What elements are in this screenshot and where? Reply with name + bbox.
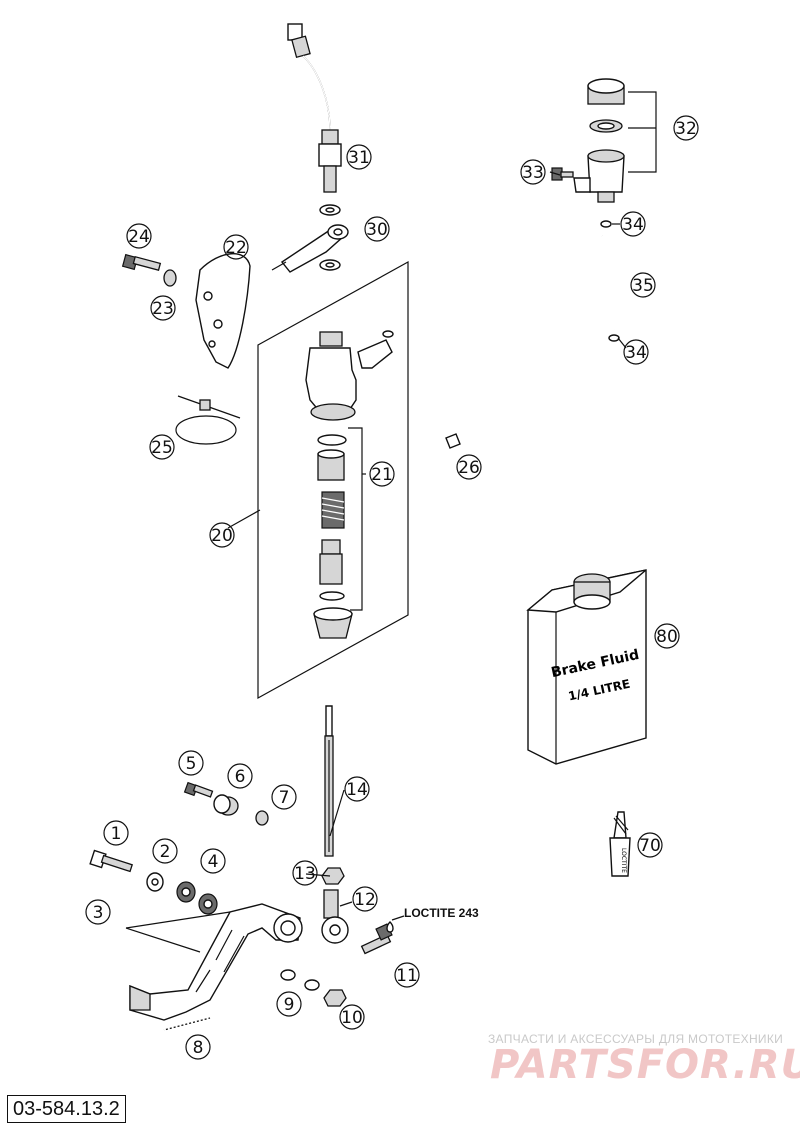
- callout-34b: 34: [623, 339, 649, 365]
- master-cylinder-body: [305, 330, 394, 421]
- svg-text:30: 30: [366, 220, 388, 240]
- bushing-6: [213, 794, 239, 816]
- svg-text:20: 20: [211, 526, 233, 546]
- svg-text:8: 8: [193, 1038, 204, 1058]
- callout-21: 21: [369, 461, 395, 487]
- svg-text:34: 34: [622, 215, 644, 235]
- callout-14: 14: [344, 776, 370, 802]
- callout-5: 5: [178, 750, 204, 776]
- svg-text:4: 4: [208, 852, 219, 872]
- callout-70: 70: [637, 832, 663, 858]
- svg-text:32: 32: [675, 119, 697, 139]
- brake-light-switch: [287, 23, 342, 193]
- assembly-20-frame: [257, 260, 409, 700]
- bolt-1: [89, 849, 134, 873]
- svg-text:11: 11: [396, 966, 418, 986]
- callout-35: 35: [630, 272, 656, 298]
- diagram-code: 03-584.13.2: [7, 1095, 126, 1123]
- bracket-32: [628, 91, 657, 173]
- nut-7: [255, 810, 269, 826]
- hose-clamps: [600, 220, 620, 342]
- callout-23: 23: [150, 295, 176, 321]
- callout-20: 20: [209, 522, 235, 548]
- nut-13: [321, 867, 345, 885]
- svg-text:1: 1: [111, 824, 122, 844]
- callout-8: 8: [185, 1034, 211, 1060]
- watermark-subtitle: ЗАПЧАСТИ И АКСЕССУАРЫ ДЛЯ МОТОТЕХНИКИ: [488, 1032, 784, 1046]
- svg-text:24: 24: [128, 227, 150, 247]
- callout-7: 7: [271, 784, 297, 810]
- callout-11: 11: [394, 962, 420, 988]
- svg-text:9: 9: [284, 995, 295, 1015]
- callout-25: 25: [149, 434, 175, 460]
- callout-3: 3: [85, 899, 111, 925]
- fluid-reservoir: [573, 78, 625, 203]
- svg-text:31: 31: [348, 148, 370, 168]
- callout-31: 31: [346, 144, 372, 170]
- callout-12: 12: [352, 886, 378, 912]
- callout-2: 2: [152, 838, 178, 864]
- nut-23: [163, 269, 177, 287]
- callout-80: 80: [654, 623, 680, 649]
- callout-10: 10: [339, 1004, 365, 1030]
- loctite-243-label: LOCTITE 243: [404, 906, 479, 920]
- bolt-24: [121, 253, 162, 272]
- brake-fluid-can: [526, 569, 647, 765]
- svg-text:12: 12: [354, 890, 376, 910]
- svg-text:34: 34: [625, 343, 647, 363]
- bolt-5: [183, 781, 214, 798]
- callout-34a: 34: [620, 211, 646, 237]
- bracket-21: [348, 427, 363, 611]
- svg-text:26: 26: [458, 458, 480, 478]
- svg-text:80: 80: [656, 627, 678, 647]
- callout-13: 13: [292, 860, 318, 886]
- washer-2: [146, 872, 164, 892]
- loctite-tube: [609, 811, 631, 877]
- heel-guard: [195, 252, 251, 369]
- clip-26: [445, 433, 461, 449]
- piston-kit: [313, 434, 353, 639]
- svg-text:5: 5: [186, 754, 197, 774]
- callout-24: 24: [126, 223, 152, 249]
- nut-10: [323, 989, 347, 1007]
- fluid-hose: [600, 235, 616, 331]
- svg-text:70: 70: [639, 836, 661, 856]
- svg-text:25: 25: [151, 438, 173, 458]
- svg-text:33: 33: [522, 163, 544, 183]
- callout-30: 30: [364, 216, 390, 242]
- clevis-12: [321, 889, 349, 944]
- svg-text:23: 23: [152, 299, 174, 319]
- callout-1: 1: [103, 820, 129, 846]
- svg-text:10: 10: [341, 1008, 363, 1028]
- push-rod: [324, 705, 334, 857]
- svg-text:6: 6: [235, 767, 246, 787]
- washer-9: [280, 969, 320, 991]
- svg-text:7: 7: [279, 788, 290, 808]
- callout-6: 6: [227, 763, 253, 789]
- svg-text:21: 21: [371, 465, 393, 485]
- brake-pedal: [129, 903, 303, 1021]
- callout-4: 4: [200, 848, 226, 874]
- watermark-logo: PARTSFOR.RU: [490, 1042, 800, 1088]
- svg-text:13: 13: [294, 864, 316, 884]
- return-spring: [163, 1017, 211, 1031]
- callout-9: 9: [276, 991, 302, 1017]
- bearings-4: [176, 881, 218, 915]
- svg-text:22: 22: [225, 238, 247, 258]
- callout-26: 26: [456, 454, 482, 480]
- loctite-drop: [386, 915, 405, 933]
- svg-text:35: 35: [632, 276, 654, 296]
- banjo-fitting: [271, 204, 349, 273]
- callouts: 1 2 3 4 5 6 7 8 9 10 11 12 13 14 20 21 2…: [85, 115, 699, 1060]
- leader-lines: [125, 171, 627, 953]
- cable-tie: [175, 395, 241, 445]
- callout-33: 33: [520, 159, 546, 185]
- callout-22: 22: [223, 234, 249, 260]
- callout-32: 32: [673, 115, 699, 141]
- svg-text:2: 2: [160, 842, 171, 862]
- svg-text:14: 14: [346, 780, 368, 800]
- loctite-tube-label: LOCTITE: [620, 848, 627, 873]
- svg-text:3: 3: [93, 903, 104, 923]
